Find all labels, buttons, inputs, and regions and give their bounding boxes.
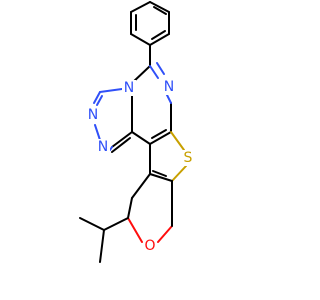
triazole-ring: [93, 88, 133, 153]
bond: [149, 65, 159, 79]
bond: [149, 1, 170, 13]
bond: [111, 137, 131, 153]
bond: [151, 129, 167, 139]
bond: [130, 33, 151, 46]
bond: [149, 173, 173, 182]
thiophene-ring: [149, 131, 187, 182]
bond: [130, 1, 151, 13]
bond: [103, 217, 129, 231]
atom-label: N: [88, 107, 98, 123]
bond: [149, 33, 170, 46]
bond: [171, 165, 187, 182]
atom-n-triazole-3: N: [96, 139, 110, 155]
bond: [153, 6, 167, 15]
atom-n-triazole-2: N: [86, 107, 100, 123]
bond: [170, 131, 185, 151]
molecule-canvas: N N N N S O: [79, 1, 195, 263]
atom-o-pyran: O: [143, 238, 157, 254]
bond: [127, 217, 143, 243]
bond: [79, 217, 105, 231]
atom-s-thiophene: S: [181, 150, 195, 166]
isopropyl-group: [79, 217, 129, 263]
atom-n-triazole-1: N: [122, 80, 136, 96]
atom-label: N: [124, 80, 134, 96]
pyran-ring: [127, 173, 173, 243]
bond: [96, 95, 103, 106]
bond: [127, 197, 133, 219]
bond: [131, 131, 151, 145]
bond: [94, 124, 101, 141]
molecule-structure: N N N N S O: [79, 1, 195, 263]
bond: [99, 229, 105, 263]
atom-n-pyrimidine: N: [162, 79, 176, 95]
bond: [109, 146, 113, 151]
bond: [111, 131, 133, 148]
bond: [157, 225, 173, 243]
bond: [149, 131, 172, 145]
atom-labels: N N N N S O: [86, 79, 195, 254]
pyrimidine-ring: [131, 62, 172, 145]
bond: [151, 30, 166, 40]
bond: [156, 62, 165, 75]
atom-label: O: [144, 238, 155, 254]
bond: [93, 91, 101, 104]
bond: [152, 170, 167, 177]
phenyl-ring: [130, 1, 170, 67]
bond: [99, 88, 123, 93]
atom-label: N: [164, 79, 174, 95]
atom-label: S: [184, 150, 193, 166]
bond: [131, 173, 151, 199]
atom-label: N: [98, 139, 108, 155]
